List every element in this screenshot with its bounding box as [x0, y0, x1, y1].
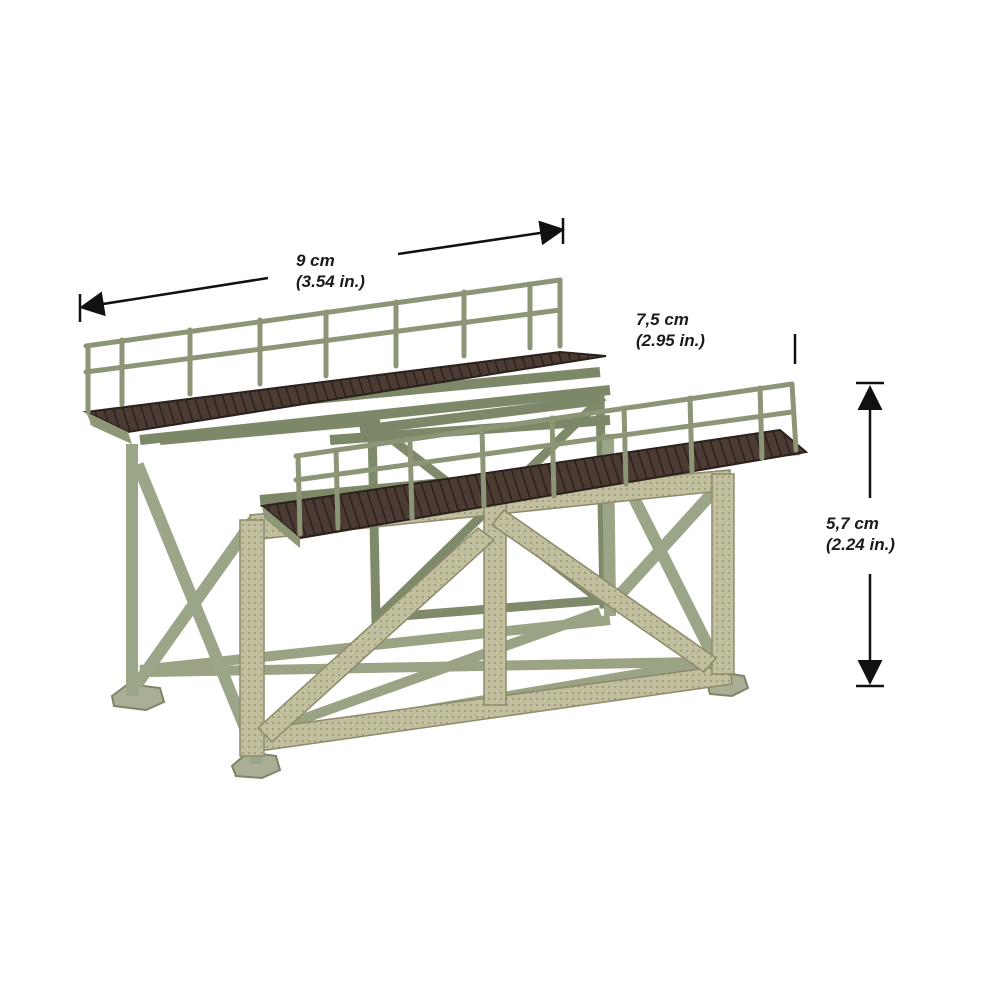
left-end-frame — [126, 444, 262, 764]
width-dimension-label: 9 cm (3.54 in.) — [296, 250, 365, 292]
width-imperial-text: (3.54 in.) — [296, 272, 365, 291]
back-railing — [83, 277, 563, 415]
depth-dimension-label: 7,5 cm (2.95 in.) — [636, 309, 705, 351]
width-metric-text: 9 cm — [296, 251, 335, 270]
dimension-height-marker — [856, 381, 884, 688]
bridge-model — [82, 277, 809, 780]
height-metric-text: 5,7 cm — [826, 514, 879, 533]
depth-imperial-text: (2.95 in.) — [636, 331, 705, 350]
dimension-width-marker — [78, 218, 565, 322]
height-dimension-label: 5,7 cm (2.24 in.) — [826, 513, 895, 555]
front-railing — [293, 381, 799, 537]
deck-walkways — [82, 350, 809, 548]
depth-metric-text: 7,5 cm — [636, 310, 689, 329]
height-imperial-text: (2.24 in.) — [826, 535, 895, 554]
